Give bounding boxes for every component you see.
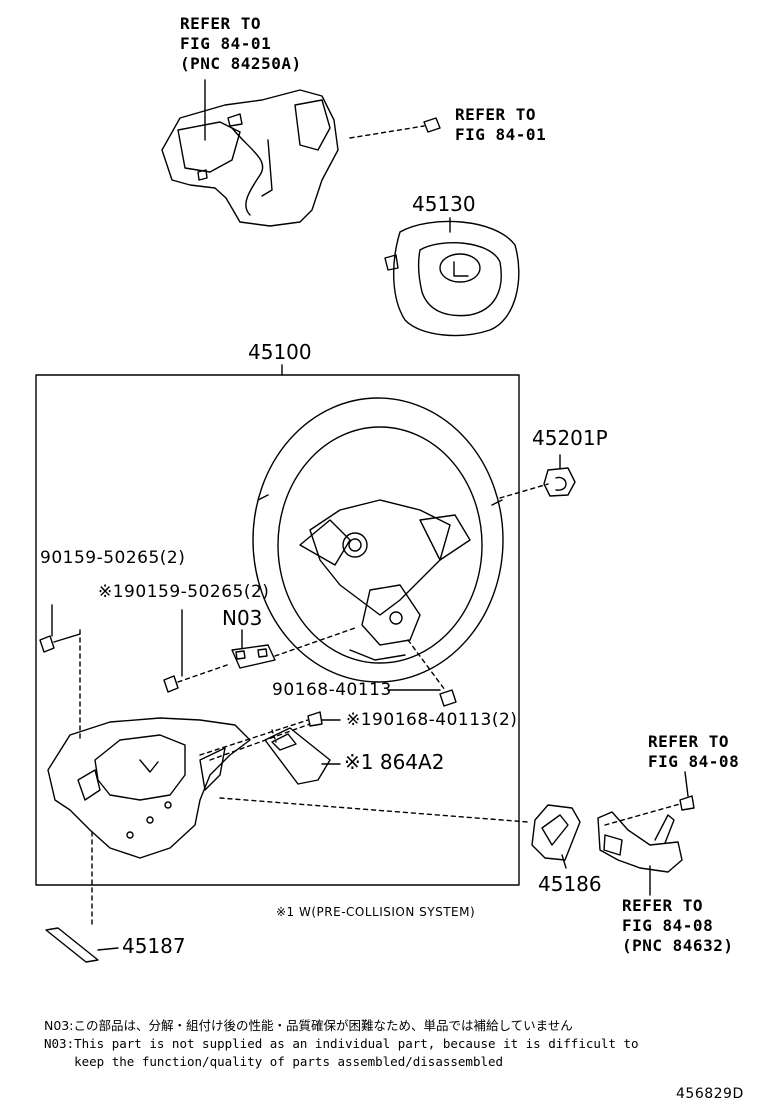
ref-right-switch-line1: REFER TO bbox=[622, 896, 704, 915]
note-english-line1: N03:This part is not supplied as an indi… bbox=[44, 1036, 639, 1051]
part-bolt-b-label: ※190168-40113(2) bbox=[346, 710, 518, 730]
ref-right-switch-line3: (PNC 84632) bbox=[622, 936, 734, 955]
switch-bezel-top bbox=[161, 89, 339, 227]
bolt-center bbox=[199, 711, 341, 756]
pad-switch bbox=[531, 804, 581, 869]
part-sensor-label: ※1 864A2 bbox=[344, 750, 445, 774]
airbag-module bbox=[384, 217, 520, 337]
footnote-precollision: ※1 W(PRE-COLLISION SYSTEM) bbox=[276, 905, 476, 919]
screw-left bbox=[39, 604, 81, 741]
part-wheel-assy-label: 45100 bbox=[248, 340, 312, 364]
cap-part bbox=[543, 454, 576, 497]
sensor-part bbox=[264, 727, 341, 785]
ref-switch-top-line1: REFER TO bbox=[180, 14, 262, 33]
part-cap-label: 45201P bbox=[532, 426, 608, 450]
part-screw-b-label: ※190159-50265(2) bbox=[98, 582, 270, 602]
part-airbag-label: 45130 bbox=[412, 192, 476, 216]
note-japanese: N03:この部品は、分解・組付け後の性能・品質確保が困難なため、単品では補給して… bbox=[44, 1018, 573, 1033]
diagram-id: 456829D bbox=[676, 1086, 744, 1102]
steering-wheel bbox=[252, 397, 504, 683]
ref-switch-top-line2: FIG 84-01 bbox=[180, 34, 272, 53]
ref-screw-top-line1: REFER TO bbox=[455, 105, 537, 124]
assembly-frame bbox=[35, 374, 520, 886]
part-cover-label: 45187 bbox=[122, 934, 186, 958]
part-bolt-a-label: 90168-40113 bbox=[272, 680, 392, 700]
part-pad-switch-label: 45186 bbox=[538, 872, 602, 896]
ref-right-switch-line2: FIG 84-08 bbox=[622, 916, 714, 935]
part-n03-label: N03 bbox=[222, 606, 263, 630]
lower-bezel bbox=[47, 717, 251, 859]
column-switch bbox=[597, 811, 683, 896]
ref-screw-top-line2: FIG 84-01 bbox=[455, 125, 547, 144]
part-screw-a-label: 90159-50265(2) bbox=[40, 548, 186, 568]
screw-center bbox=[163, 609, 231, 693]
ref-right-screw-line2: FIG 84-08 bbox=[648, 752, 740, 771]
screw-far-right bbox=[604, 771, 695, 826]
screw-top-right bbox=[349, 117, 441, 139]
ref-switch-top-line3: (PNC 84250A) bbox=[180, 54, 302, 73]
bolt-right bbox=[387, 639, 457, 707]
ref-right-screw-line1: REFER TO bbox=[648, 732, 730, 751]
cover-part bbox=[45, 927, 119, 963]
note-english-line2: keep the function/quality of parts assem… bbox=[44, 1054, 504, 1069]
n03-connector bbox=[231, 627, 356, 669]
